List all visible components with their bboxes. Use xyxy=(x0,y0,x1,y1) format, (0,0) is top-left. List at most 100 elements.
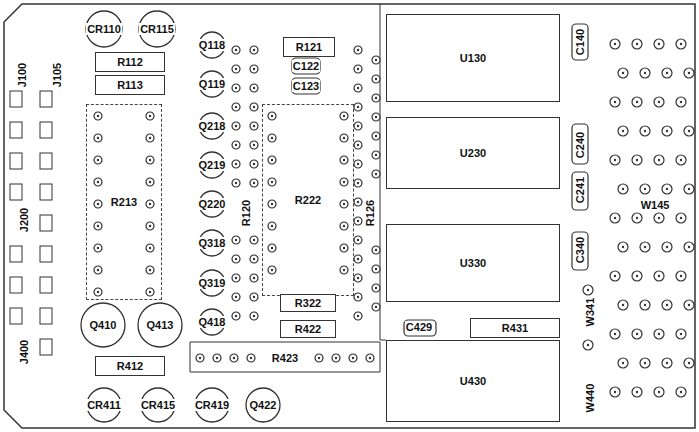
hole-ring xyxy=(618,242,628,252)
plated-hole xyxy=(340,112,348,120)
plated-hole xyxy=(94,200,102,208)
hole-center xyxy=(622,188,624,190)
plated-hole xyxy=(354,84,362,92)
part-designator: Q418 xyxy=(198,316,227,328)
capacitor-outline xyxy=(292,58,320,74)
component-box: U130 xyxy=(386,14,560,102)
hole-ring xyxy=(232,122,240,130)
plated-hole xyxy=(618,358,628,368)
hole-center xyxy=(343,225,345,227)
hole-center xyxy=(253,315,255,317)
hole-center xyxy=(352,357,354,359)
hole-center xyxy=(235,87,237,89)
plated-hole xyxy=(250,274,258,282)
hole-center xyxy=(357,182,359,184)
part-designator: J100 xyxy=(16,62,28,88)
hole-center xyxy=(614,101,616,103)
plated-hole xyxy=(146,266,154,274)
plated-hole xyxy=(372,113,380,121)
part-designator: W145 xyxy=(640,199,671,211)
hole-ring xyxy=(640,242,650,252)
plated-hole xyxy=(232,293,240,301)
plated-hole xyxy=(684,184,694,194)
part-designator: J105 xyxy=(51,62,63,88)
hole-ring xyxy=(632,329,642,339)
plated-hole xyxy=(268,222,276,230)
hole-ring xyxy=(354,255,362,263)
hole-center xyxy=(271,181,273,183)
hole-center xyxy=(622,246,624,248)
plated-hole xyxy=(684,358,694,368)
plated-hole xyxy=(610,271,620,281)
hole-ring xyxy=(583,285,593,295)
plated-hole xyxy=(640,358,650,368)
plated-hole xyxy=(232,274,240,282)
part-designator: W341 xyxy=(584,297,596,328)
part-designator: CR419 xyxy=(194,399,230,411)
plated-hole xyxy=(250,160,258,168)
component-box: U330 xyxy=(386,224,560,302)
hole-center xyxy=(644,130,646,132)
part-designator: C122 xyxy=(292,60,320,72)
hole-ring xyxy=(618,358,628,368)
plated-hole xyxy=(654,155,664,165)
plated-hole xyxy=(94,288,102,296)
hole-center xyxy=(343,247,345,249)
plated-hole xyxy=(662,184,672,194)
hole-center xyxy=(250,357,252,359)
plated-hole xyxy=(340,244,348,252)
plated-hole xyxy=(232,312,240,320)
plated-hole xyxy=(213,354,221,362)
plated-hole xyxy=(372,246,380,254)
hole-ring xyxy=(196,354,204,362)
hole-center xyxy=(271,137,273,139)
hole-ring xyxy=(684,126,694,136)
plated-hole xyxy=(354,179,362,187)
hole-ring xyxy=(372,151,380,159)
part-designator: Q219 xyxy=(198,159,227,171)
hole-ring xyxy=(632,97,642,107)
hole-ring xyxy=(232,46,240,54)
hole-center xyxy=(253,106,255,108)
plated-hole xyxy=(250,103,258,111)
hole-ring xyxy=(354,179,362,187)
plated-hole xyxy=(610,387,620,397)
plated-hole xyxy=(146,200,154,208)
hole-center xyxy=(666,130,668,132)
hole-center xyxy=(343,115,345,117)
part-designator: Q119 xyxy=(198,78,226,90)
plated-hole xyxy=(354,255,362,263)
component-bodies xyxy=(81,11,280,422)
hole-center xyxy=(335,357,337,359)
plated-hole xyxy=(250,255,258,263)
plated-hole xyxy=(340,156,348,164)
part-designator: J200 xyxy=(18,207,30,233)
hole-ring xyxy=(232,274,240,282)
plated-hole xyxy=(610,155,620,165)
hole-ring xyxy=(372,303,380,311)
plated-hole xyxy=(372,265,380,273)
hole-ring xyxy=(676,271,686,281)
plated-hole xyxy=(684,300,694,310)
hole-ring xyxy=(340,112,348,120)
part-designator: Q319 xyxy=(198,277,227,289)
plated-hole xyxy=(662,126,672,136)
hole-center xyxy=(357,315,359,317)
hole-center xyxy=(357,239,359,241)
hole-ring xyxy=(232,65,240,73)
plated-hole xyxy=(94,222,102,230)
hole-center xyxy=(357,258,359,260)
plated-hole xyxy=(354,103,362,111)
plated-hole xyxy=(640,126,650,136)
hole-center xyxy=(253,258,255,260)
hole-ring xyxy=(94,222,102,230)
contact-pad xyxy=(10,184,22,200)
hole-ring xyxy=(146,244,154,252)
hole-center xyxy=(149,247,151,249)
plated-hole xyxy=(232,46,240,54)
plated-hole xyxy=(654,213,664,223)
hole-ring xyxy=(340,200,348,208)
hole-ring xyxy=(654,387,664,397)
hole-center xyxy=(97,247,99,249)
part-designator: R112 xyxy=(115,56,145,68)
